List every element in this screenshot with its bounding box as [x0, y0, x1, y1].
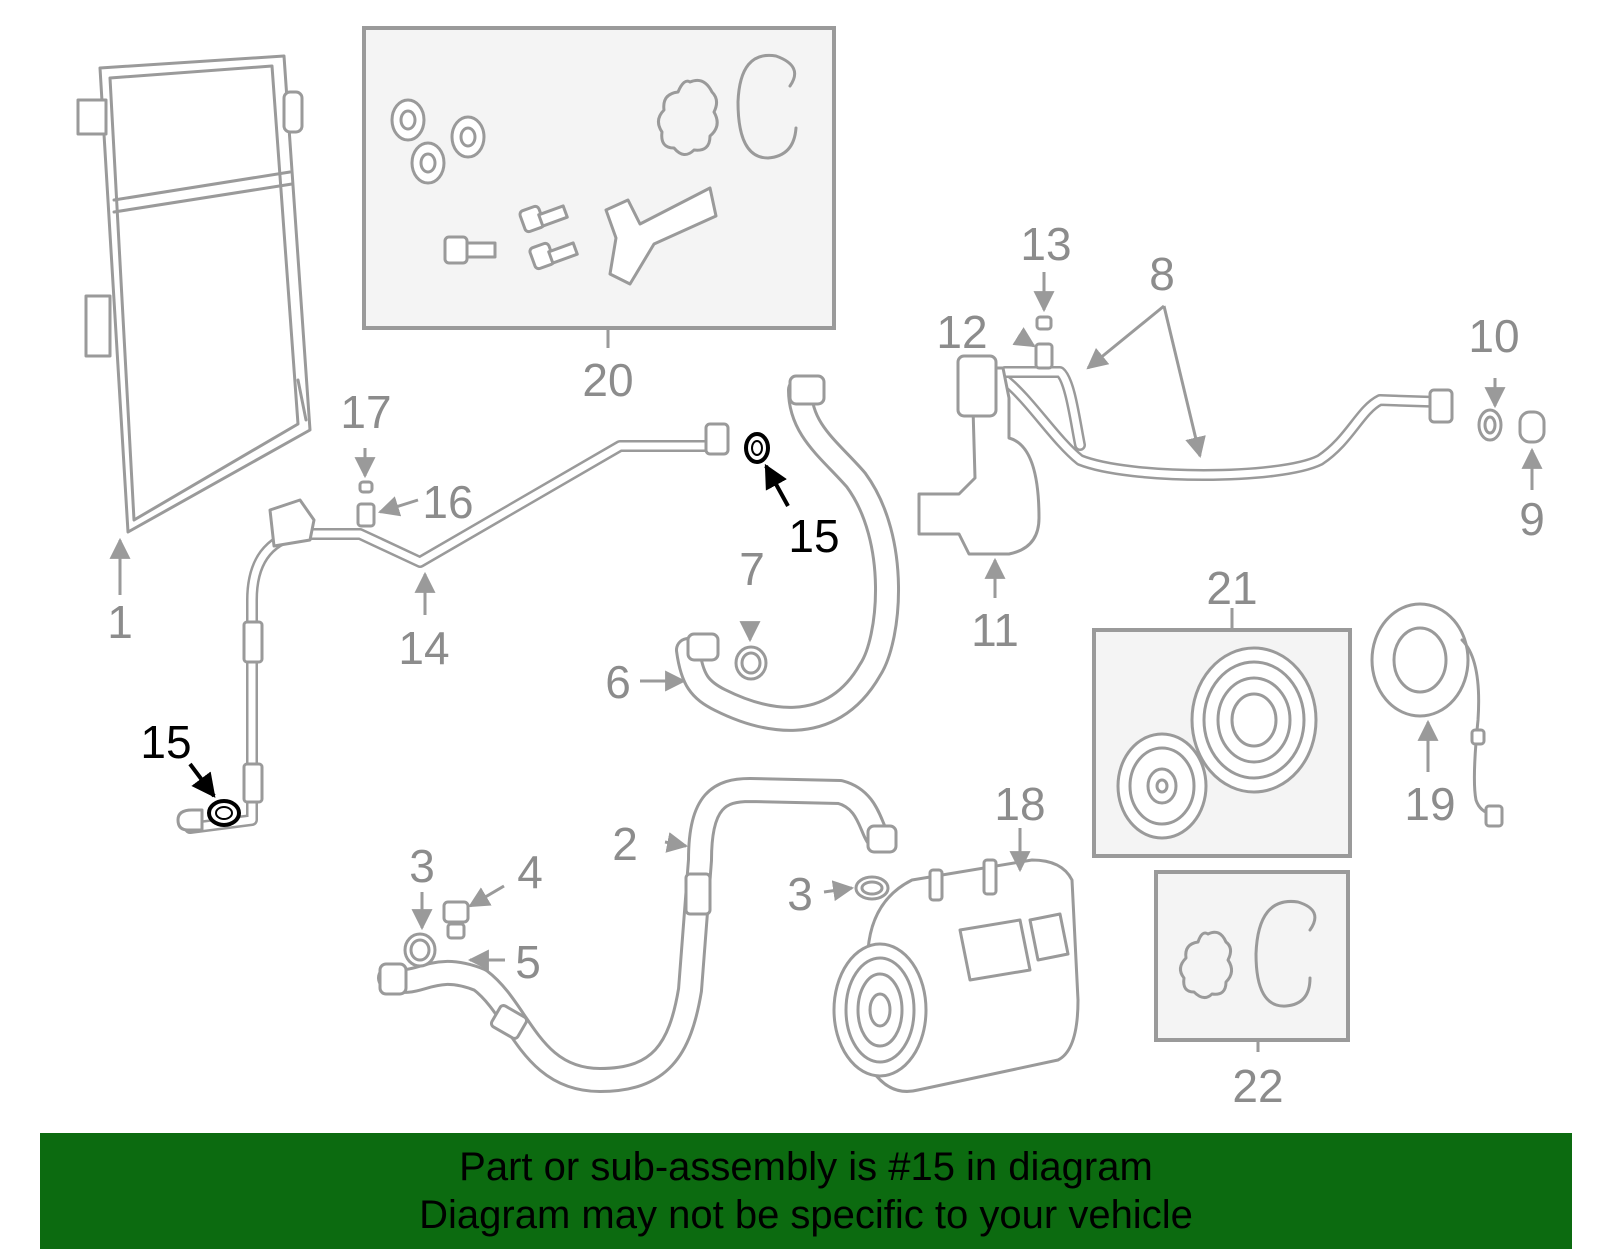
callout-1: 1	[107, 596, 133, 648]
callout-2: 2	[612, 818, 638, 870]
callout-4: 4	[517, 846, 543, 898]
callout-5: 5	[515, 936, 541, 988]
suction-line-part[interactable]	[999, 366, 1454, 481]
seal-kit-box[interactable]	[1154, 870, 1350, 1042]
callout-17: 17	[340, 386, 391, 438]
callout-3-right: 3	[787, 868, 813, 920]
callout-14: 14	[398, 622, 449, 674]
callout-9: 9	[1519, 493, 1545, 545]
condenser-part[interactable]	[76, 54, 312, 534]
evaporator-tube-part[interactable]	[917, 315, 1054, 556]
suction-hose-part[interactable]	[675, 374, 900, 732]
callout-15-lower: 15	[140, 716, 191, 768]
callout-10: 10	[1468, 310, 1519, 362]
clutch-assembly-box[interactable]	[1092, 628, 1352, 858]
callout-19: 19	[1404, 778, 1455, 830]
callout-20: 20	[582, 354, 633, 406]
callout-11: 11	[971, 604, 1019, 656]
banner-line-part-number: Part or sub-assembly is #15 in diagram	[459, 1145, 1153, 1189]
liquid-line-part[interactable]	[176, 422, 730, 834]
callout-21: 21	[1206, 562, 1257, 614]
callout-15-upper: 15	[788, 510, 839, 562]
seal-rings[interactable]	[403, 408, 1546, 968]
banner-line-disclaimer: Diagram may not be specific to your vehi…	[419, 1193, 1193, 1237]
callout-7: 7	[739, 543, 765, 595]
callout-6: 6	[605, 656, 631, 708]
callout-22: 22	[1232, 1060, 1283, 1112]
hardware-kit-box[interactable]	[362, 26, 836, 330]
part-15-o-ring-lower[interactable]	[207, 799, 241, 827]
callout-18: 18	[994, 778, 1045, 830]
discharge-hose-part[interactable]	[377, 777, 898, 1093]
callout-3-left: 3	[409, 840, 435, 892]
info-banner: Part or sub-assembly is #15 in diagram D…	[40, 1133, 1572, 1249]
callout-8: 8	[1149, 248, 1175, 300]
leader-lines	[109, 272, 1543, 1052]
callout-16: 16	[422, 476, 473, 528]
callout-13: 13	[1020, 218, 1071, 270]
callout-12: 12	[936, 306, 987, 358]
part-15-o-ring-upper[interactable]	[744, 432, 770, 464]
field-coil-part[interactable]	[1370, 602, 1504, 828]
callout-numbers: 1 2 3 3 4 5 6 7 8 9 10 11 12 13 14 15 15…	[107, 218, 1545, 1112]
compressor-part[interactable]	[832, 858, 1080, 1093]
